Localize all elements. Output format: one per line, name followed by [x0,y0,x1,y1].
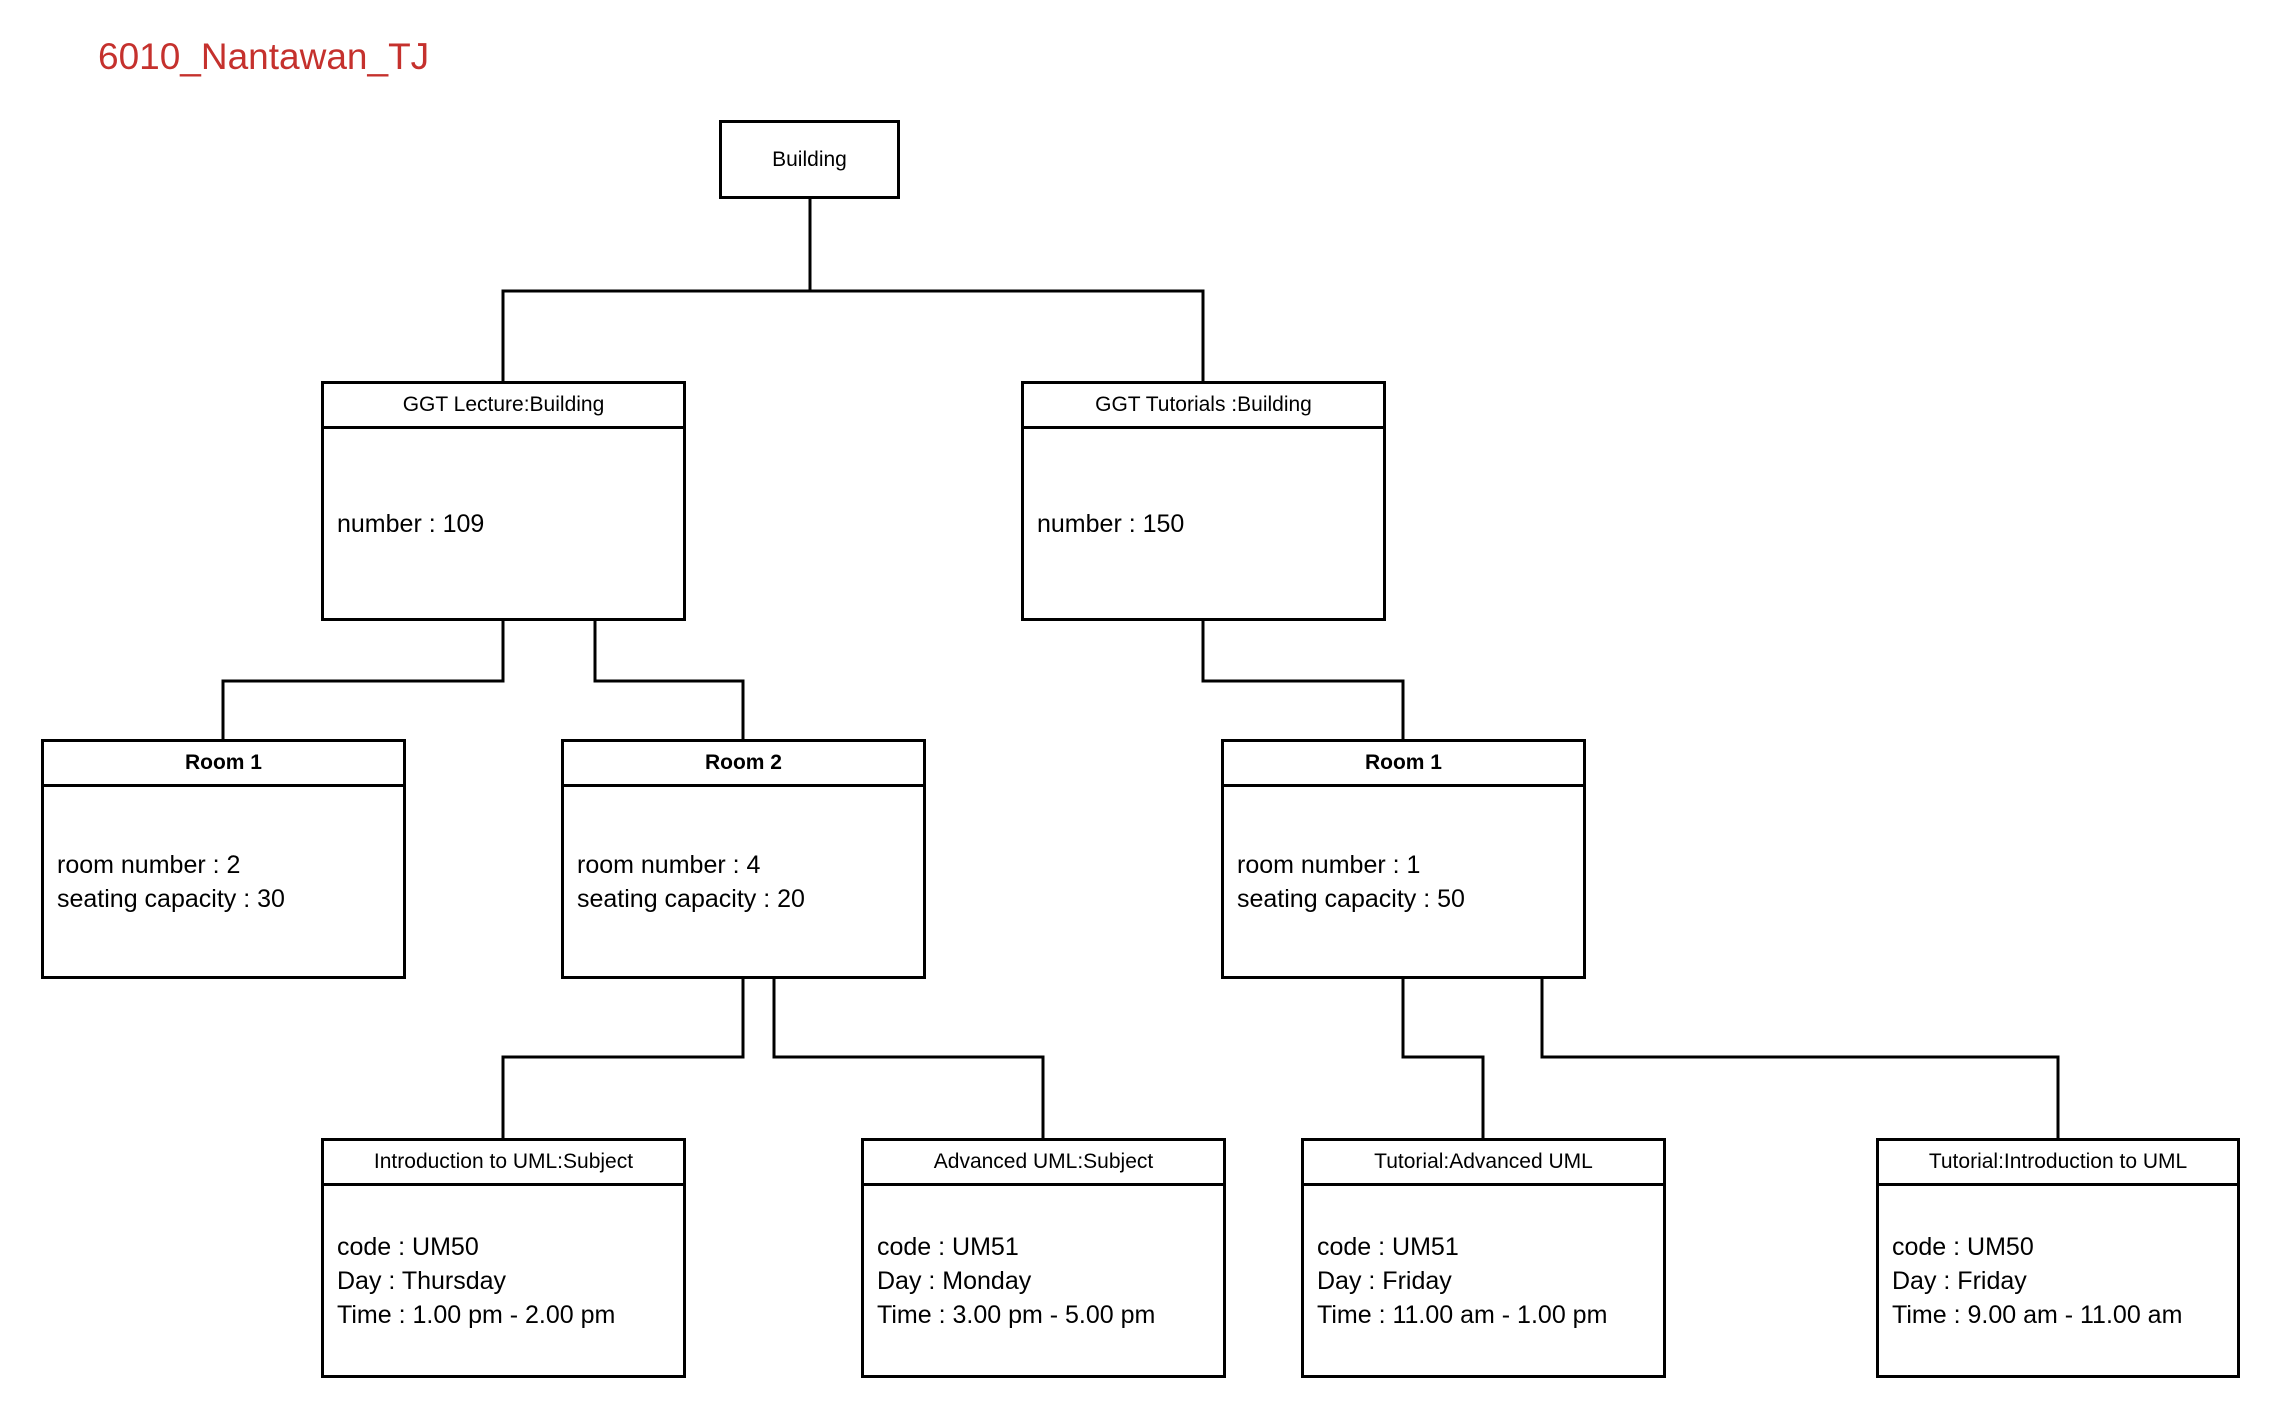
node-attribute: Day : Monday [877,1266,1032,1295]
node-building-label: Building [772,147,847,171]
node-attribute: Day : Thursday [337,1266,507,1295]
node-attribute: number : 150 [1037,509,1185,538]
connector-building-to-ggt-lecture-and-tutorials [501,289,1205,381]
node-attribute: Time : 9.00 am - 11.00 am [1892,1300,2183,1329]
connector-ggt-lecture-to-room1 [221,621,505,739]
diagram-title: 6010_Nantawan_TJ [98,36,430,77]
node-attribute: code : UM50 [1892,1232,2034,1261]
node-ggt-tutorials-title: GGT Tutorials :Building [1024,384,1383,429]
node-room1-lecture: Room 1 room number : 2 seating capacity … [41,739,406,979]
connector-ggt-lecture-to-room2 [593,621,745,739]
node-attribute: room number : 4 [577,850,761,879]
node-room1-lecture-body: room number : 2 seating capacity : 30 [44,787,403,976]
node-room1-tutorials: Room 1 room number : 1 seating capacity … [1221,739,1586,979]
node-attribute: seating capacity : 30 [57,884,285,913]
connector-ggt-tutorials-to-room1 [1201,621,1405,739]
node-attribute: Time : 1.00 pm - 2.00 pm [337,1300,616,1329]
node-attribute: room number : 2 [57,850,241,879]
node-tutorial-intro-body: code : UM50 Day : Friday Time : 9.00 am … [1879,1186,2237,1375]
node-ggt-lecture: GGT Lecture:Building number : 109 [321,381,686,621]
node-subject-advanced: Advanced UML:Subject code : UM51 Day : M… [861,1138,1226,1378]
node-room2-lecture: Room 2 room number : 4 seating capacity … [561,739,926,979]
node-subject-advanced-body: code : UM51 Day : Monday Time : 3.00 pm … [864,1186,1223,1375]
node-tutorial-advanced-body: code : UM51 Day : Friday Time : 11.00 am… [1304,1186,1663,1375]
node-tutorial-intro: Tutorial:Introduction to UML code : UM50… [1876,1138,2240,1378]
node-subject-intro-body: code : UM50 Day : Thursday Time : 1.00 p… [324,1186,683,1375]
node-attribute: seating capacity : 20 [577,884,805,913]
node-attribute: code : UM51 [1317,1232,1459,1261]
node-tutorial-advanced-title: Tutorial:Advanced UML [1304,1141,1663,1186]
node-subject-advanced-title: Advanced UML:Subject [864,1141,1223,1186]
node-ggt-tutorials: GGT Tutorials :Building number : 150 [1021,381,1386,621]
node-attribute: seating capacity : 50 [1237,884,1465,913]
node-room1-lecture-title: Room 1 [44,742,403,787]
node-tutorial-advanced: Tutorial:Advanced UML code : UM51 Day : … [1301,1138,1666,1378]
node-attribute: room number : 1 [1237,850,1421,879]
node-attribute: code : UM50 [337,1232,479,1261]
connector-room1t-to-tutorial-advanced [1401,979,1485,1138]
node-attribute: code : UM51 [877,1232,1019,1261]
connector-room2-to-subject-intro [501,979,745,1138]
connector-room1t-to-tutorial-intro [1540,979,2060,1138]
node-room2-lecture-title: Room 2 [564,742,923,787]
node-attribute: Day : Friday [1892,1266,2027,1295]
node-tutorial-intro-title: Tutorial:Introduction to UML [1879,1141,2237,1186]
node-room2-lecture-body: room number : 4 seating capacity : 20 [564,787,923,976]
node-attribute: number : 109 [337,509,485,538]
node-attribute: Time : 11.00 am - 1.00 pm [1317,1300,1608,1329]
node-room1-tutorials-body: room number : 1 seating capacity : 50 [1224,787,1583,976]
node-attribute: Time : 3.00 pm - 5.00 pm [877,1300,1156,1329]
node-ggt-lecture-body: number : 109 [324,429,683,618]
node-ggt-lecture-title: GGT Lecture:Building [324,384,683,429]
connector-room2-to-subject-advanced [772,979,1045,1138]
node-building: Building [719,120,900,199]
node-subject-intro: Introduction to UML:Subject code : UM50 … [321,1138,686,1378]
node-room1-tutorials-title: Room 1 [1224,742,1583,787]
node-subject-intro-title: Introduction to UML:Subject [324,1141,683,1186]
node-attribute: Day : Friday [1317,1266,1452,1295]
node-ggt-tutorials-body: number : 150 [1024,429,1383,618]
